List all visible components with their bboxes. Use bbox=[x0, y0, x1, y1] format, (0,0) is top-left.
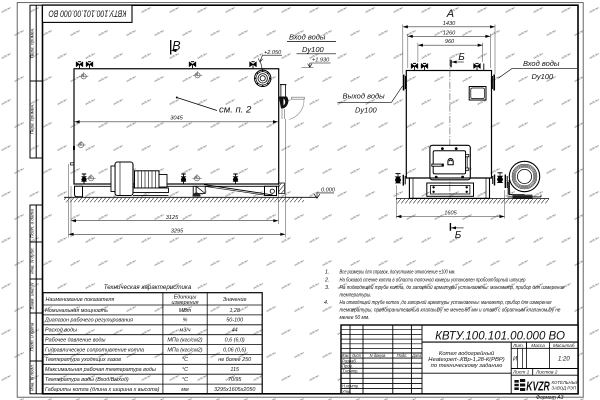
svg-text:3295х1605х2050: 3295х1605х2050 bbox=[214, 387, 255, 393]
svg-text:70/95: 70/95 bbox=[228, 377, 242, 383]
svg-text:1260: 1260 bbox=[443, 31, 456, 37]
svg-text:0.000: 0.000 bbox=[321, 188, 336, 194]
svg-text:Габариты котла (длина х ширина: Габариты котла (длина х ширина х высота) bbox=[45, 387, 160, 393]
svg-text:50-100: 50-100 bbox=[226, 318, 243, 324]
svg-text:°С: °С bbox=[182, 377, 188, 383]
svg-text:Выход воды: Выход воды bbox=[343, 92, 386, 101]
svg-text:1.: 1. bbox=[325, 269, 329, 275]
svg-text:Температура воды (Вход/Выход): Температура воды (Вход/Выход) bbox=[45, 377, 129, 383]
svg-text:Б: Б bbox=[458, 52, 465, 63]
svg-text:В: В bbox=[172, 39, 180, 53]
svg-text:Heatexpert-.КВр-1,28-К(РВР): Heatexpert-.КВр-1,28-К(РВР) bbox=[428, 357, 504, 363]
svg-text:Взам. инв. N: Взам. инв. N bbox=[30, 282, 35, 309]
svg-text:см. п. 2: см. п. 2 bbox=[219, 105, 252, 116]
svg-text:МПа (кгс/см2): МПа (кгс/см2) bbox=[167, 338, 202, 344]
svg-text:+2.050: +2.050 bbox=[264, 50, 282, 56]
svg-text:Масштаб: Масштаб bbox=[553, 343, 575, 348]
svg-text:3295: 3295 bbox=[171, 228, 184, 234]
svg-text:Т.контр.: Т.контр. bbox=[342, 369, 359, 374]
svg-text:2.: 2. bbox=[324, 277, 329, 283]
svg-text:И: И bbox=[513, 357, 518, 363]
svg-text:Расход воды: Расход воды bbox=[45, 328, 77, 334]
svg-text:Техническая характеристика: Техническая характеристика bbox=[104, 284, 192, 291]
svg-text:°С: °С bbox=[182, 357, 188, 363]
svg-text:Номинальная мощность: Номинальная мощность bbox=[45, 308, 108, 314]
svg-text:%: % bbox=[183, 318, 188, 324]
svg-text:Все размеры для справок, допус: Все размеры для справок, допустимое откл… bbox=[340, 269, 456, 275]
svg-text:КВТУ.100.101.00.000 ВО: КВТУ.100.101.00.000 ВО bbox=[435, 330, 565, 342]
svg-text:Температура уходящих газов: Температура уходящих газов bbox=[45, 357, 121, 363]
svg-text:Н.контр.: Н.контр. bbox=[342, 384, 359, 389]
svg-text:3.: 3. bbox=[325, 285, 329, 291]
svg-text:КВТУ.100.101.00.000 ВО: КВТУ.100.101.00.000 ВО bbox=[48, 8, 126, 18]
svg-text:Утв.: Утв. bbox=[342, 389, 351, 394]
svg-text:температуры.: температуры. bbox=[340, 293, 372, 299]
svg-text:Изм.: Изм. bbox=[342, 353, 350, 358]
svg-text:Инв. N дубл.: Инв. N дубл. bbox=[30, 247, 35, 274]
svg-text:+1.930: +1.930 bbox=[312, 58, 330, 64]
svg-text:44: 44 bbox=[232, 328, 238, 334]
svg-text:Разраб.: Разраб. bbox=[342, 358, 357, 363]
svg-text:Диапазон рабочего регулировани: Диапазон рабочего регулирования bbox=[44, 318, 133, 324]
svg-text:4.: 4. bbox=[324, 300, 328, 306]
svg-text:Перв. примен.: Перв. примен. bbox=[30, 104, 35, 135]
svg-text:КОТЕЛЬНЫЙ: КОТЕЛЬНЫЙ bbox=[552, 380, 580, 385]
svg-text:Лист 1: Лист 1 bbox=[512, 370, 530, 376]
svg-text:Листов 2: Листов 2 bbox=[535, 370, 558, 376]
svg-text:3045: 3045 bbox=[170, 116, 183, 122]
svg-text:температуры, предохранительный: температуры, предохранительный клапан Dу… bbox=[340, 307, 561, 314]
svg-text:Вход воды: Вход воды bbox=[289, 33, 326, 42]
svg-text:Dy100: Dy100 bbox=[355, 106, 378, 115]
svg-text:Наименование показателя: Наименование показателя bbox=[46, 297, 115, 303]
svg-text:не более 250: не более 250 bbox=[218, 357, 251, 363]
svg-text:0,6 (6,0): 0,6 (6,0) bbox=[225, 338, 245, 344]
svg-text:960: 960 bbox=[445, 39, 455, 45]
svg-text:Б: Б bbox=[455, 230, 462, 241]
svg-text:1605: 1605 bbox=[444, 211, 457, 217]
svg-text:м3/ч: м3/ч bbox=[180, 328, 191, 334]
svg-text:ЗАВОД РЭП: ЗАВОД РЭП bbox=[552, 386, 578, 391]
svg-text:1430: 1430 bbox=[443, 21, 456, 27]
svg-text:Dy100: Dy100 bbox=[532, 72, 555, 81]
svg-text:Максимальная рабочая температу: Максимальная рабочая температура воды bbox=[45, 367, 156, 373]
svg-text:мм: мм bbox=[181, 387, 189, 393]
svg-text:Котел водогрейный: Котел водогрейный bbox=[439, 350, 495, 357]
svg-text:KVZR: KVZR bbox=[526, 380, 550, 394]
svg-text:1:20: 1:20 bbox=[558, 357, 570, 363]
svg-text:1,28: 1,28 bbox=[229, 308, 240, 314]
svg-text:Единицы: Единицы bbox=[174, 294, 197, 300]
svg-text:3125: 3125 bbox=[166, 215, 179, 221]
svg-text:N докум.: N докум. bbox=[370, 353, 387, 358]
svg-text:0,06 (0,6): 0,06 (0,6) bbox=[223, 347, 246, 353]
svg-text:На боковой стенке котла в обла: На боковой стенке котла в области топочн… bbox=[340, 276, 526, 283]
svg-text:Значение: Значение bbox=[223, 297, 247, 303]
svg-text:по техническому заданию: по техническому заданию bbox=[431, 363, 503, 369]
svg-text:На подводящей трубе котла, д: На подводящей трубе котла, до запорной а… bbox=[340, 284, 565, 291]
svg-text:Лист: Лист bbox=[351, 353, 361, 358]
svg-text:Формат А3: Формат А3 bbox=[536, 395, 564, 400]
svg-text:измерения: измерения bbox=[172, 300, 199, 306]
svg-text:Вход воды: Вход воды bbox=[523, 59, 560, 68]
svg-text:МПа (кгс/см2): МПа (кгс/см2) bbox=[167, 347, 202, 353]
svg-text:Пров.: Пров. bbox=[342, 363, 353, 368]
svg-text:Масса: Масса bbox=[531, 343, 545, 348]
svg-text:МВт: МВт bbox=[179, 308, 192, 314]
svg-text:°С: °С bbox=[182, 367, 188, 373]
svg-text:Рабочее давление воды: Рабочее давление воды bbox=[45, 338, 105, 344]
svg-text:А: А bbox=[446, 8, 454, 20]
svg-text:115: 115 bbox=[230, 367, 240, 373]
svg-text:Dy100: Dy100 bbox=[302, 45, 325, 54]
svg-text:На отводящей трубе котла ,до з: На отводящей трубе котла ,до запорной ар… bbox=[340, 299, 552, 306]
svg-text:Подп.: Подп. bbox=[397, 353, 408, 358]
svg-text:Перв. примен.: Перв. примен. bbox=[30, 28, 35, 59]
svg-text:Подп. и дата: Подп. и дата bbox=[30, 322, 35, 351]
svg-text:Дата: Дата bbox=[411, 353, 421, 358]
svg-text:менее 50 мм.: менее 50 мм. bbox=[340, 315, 370, 321]
svg-text:Лит.: Лит. bbox=[512, 343, 524, 348]
svg-text:Инв. N подл.: Инв. N подл. bbox=[30, 364, 35, 391]
svg-text:Гидравлическое сопротивление к: Гидравлическое сопротивление котла bbox=[45, 347, 144, 353]
svg-text:Подп. и дата: Подп. и дата bbox=[30, 209, 35, 238]
